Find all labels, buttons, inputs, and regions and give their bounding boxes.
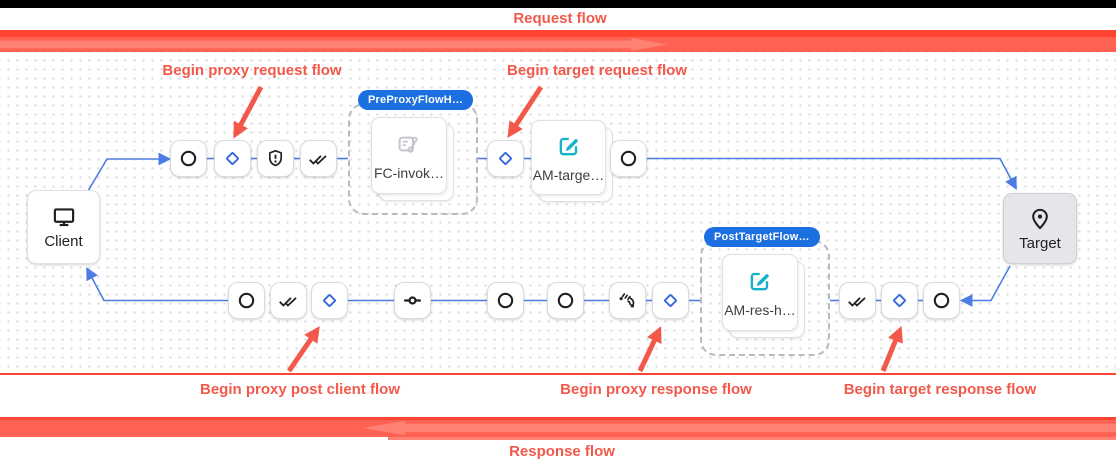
client-label: Client: [44, 233, 83, 250]
flow-canvas[interactable]: [0, 52, 1116, 373]
flow-callout-icon: [395, 130, 423, 158]
request-flow-label: Request flow: [513, 10, 607, 27]
am-target-policy-card[interactable]: AM-targe…: [531, 120, 613, 202]
response-flow-label: Response flow: [509, 443, 615, 460]
circle-icon: [495, 290, 516, 311]
diamond-icon: [222, 148, 243, 169]
response-banner-underline: [388, 437, 1116, 440]
am-res-policy-card[interactable]: AM-res-h…: [722, 254, 805, 338]
step-node-diamond-post-client[interactable]: [311, 282, 348, 319]
done-all-icon: [278, 290, 299, 311]
step-node-diamond-target-response[interactable]: [881, 282, 918, 319]
done-all-icon: [847, 290, 868, 311]
monitor-icon: [51, 204, 77, 230]
edit-square-icon: [746, 267, 774, 295]
step-node-done-all[interactable]: [300, 140, 337, 177]
circle-icon: [236, 290, 257, 311]
step-node-diamond-proxy-request[interactable]: [214, 140, 251, 177]
step-node-done-all[interactable]: [839, 282, 876, 319]
step-node-circle[interactable]: [923, 282, 960, 319]
step-node-commit[interactable]: [394, 282, 431, 319]
policy-label: FC-invok…: [373, 165, 444, 181]
circle-icon: [618, 148, 639, 169]
step-node-shield[interactable]: [257, 140, 294, 177]
callout-proxy-response: Begin proxy response flow: [560, 381, 752, 398]
target-endpoint[interactable]: Target: [1003, 193, 1077, 264]
step-node-circle[interactable]: [487, 282, 524, 319]
target-label: Target: [1019, 234, 1061, 252]
step-node-circle[interactable]: [547, 282, 584, 319]
request-direction-arrow: [0, 38, 668, 51]
request-banner-line: [0, 30, 1116, 37]
circle-icon: [555, 290, 576, 311]
callout-proxy-request: Begin proxy request flow: [162, 62, 342, 79]
step-node-diamond-proxy-response[interactable]: [652, 282, 689, 319]
done-all-icon: [308, 148, 329, 169]
fc-invoke-policy-card[interactable]: FC-invok…: [371, 117, 454, 201]
step-node-circle[interactable]: [228, 282, 265, 319]
diamond-icon: [889, 290, 910, 311]
pre-proxy-flow-badge[interactable]: PreProxyFlowH…: [358, 90, 474, 110]
callout-post-client: Begin proxy post client flow: [199, 381, 401, 398]
commit-icon: [402, 290, 423, 311]
canvas-bottom-line: [0, 373, 1116, 375]
policy-label: AM-res-h…: [724, 302, 796, 318]
post-target-flow-badge[interactable]: PostTargetFlow…: [704, 227, 820, 247]
circle-icon: [931, 290, 952, 311]
step-node-circle[interactable]: [170, 140, 207, 177]
callout-target-request: Begin target request flow: [506, 62, 688, 79]
edit-square-icon: [555, 132, 583, 160]
policy-label: AM-targe…: [532, 167, 605, 183]
response-banner-line: [0, 417, 1116, 420]
diamond-icon: [319, 290, 340, 311]
response-direction-arrow: [362, 421, 1116, 435]
callout-target-response: Begin target response flow: [843, 381, 1037, 398]
client-endpoint[interactable]: Client: [27, 190, 100, 264]
step-node-diamond-target-request[interactable]: [487, 140, 524, 177]
circle-icon: [178, 148, 199, 169]
step-node-done-all[interactable]: [270, 282, 307, 319]
diamond-icon: [660, 290, 681, 311]
shield-alert-icon: [265, 148, 286, 169]
diamond-icon: [495, 148, 516, 169]
step-node-circle[interactable]: [610, 140, 647, 177]
location-pin-icon: [1027, 206, 1053, 232]
step-node-signal[interactable]: [609, 282, 646, 319]
signal-waves-icon: [617, 290, 638, 311]
top-border-bar: [0, 0, 1116, 8]
